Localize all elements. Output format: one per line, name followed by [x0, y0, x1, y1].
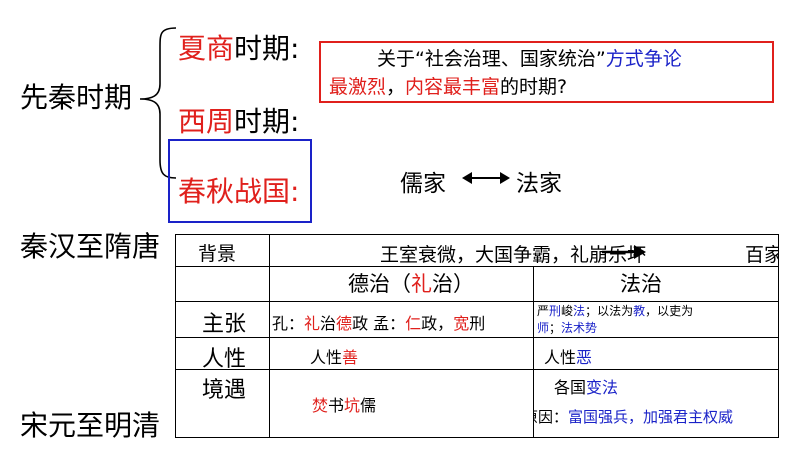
period-xi-zhou: 西周时期: [178, 105, 300, 138]
school-legalist: 法家 [516, 171, 562, 197]
curly-brace [139, 27, 177, 179]
legalist-propositions: 严刑峻法；以法为教，以吏为师；法术势 [537, 304, 694, 335]
table-row-header: 德治（礼治） 法治 [175, 266, 779, 302]
table-cell: 背景 [175, 234, 270, 267]
school-confucian: 儒家 [400, 171, 446, 197]
table-cell: 王室衰微，大国争霸，礼崩乐坏 百家争鸣 [269, 234, 779, 267]
question-box: 关于“社会治理、国家统治”方式争论 最激烈，内容最丰富的时期? [319, 41, 774, 103]
confucian-propositions: 孔：礼治德政 孟：仁政，宽刑 [272, 314, 486, 333]
confucian-human-nature: 人性善 [310, 348, 359, 367]
row-label-circumstances: 境遇 [202, 378, 247, 403]
era-qin-han-sui-tang: 秦汉至隋唐 [20, 230, 161, 263]
col-header-confucian: 德治（礼治） [348, 272, 474, 296]
period-chunqiu-zhanguo: 春秋战国: [178, 175, 300, 208]
background-text: 王室衰微，大国争霸，礼崩乐坏 [380, 244, 647, 266]
table-cell: 主张 [175, 301, 270, 338]
table-cell: 法治 [533, 266, 779, 302]
background-result: 百家争鸣 [745, 244, 778, 266]
table-cell: 境遇 [175, 369, 270, 438]
table-cell: 孔：礼治德政 孟：仁政，宽刑 [269, 301, 534, 338]
table-cell: 人性善 [269, 337, 534, 370]
legalist-reason: 原因：富国强兵，加强君主权威 [535, 408, 734, 426]
table-cell: 人性恶 [533, 337, 779, 370]
comparison-table: 背景 王室衰微，大国争霸，礼崩乐坏 百家争鸣 德治（礼治） 法治 主张 孔：礼治… [175, 234, 779, 438]
col-header-legalist: 法治 [620, 272, 662, 296]
table-cell: 焚书坑儒 [269, 369, 534, 438]
row-label-propositions: 主张 [202, 312, 247, 337]
row-label-human-nature: 人性 [202, 347, 247, 370]
double-arrow-icon [462, 172, 510, 184]
table-row-human-nature: 人性 人性善 人性恶 [175, 337, 779, 370]
table-cell: 各国变法 原因：富国强兵，加强君主权威 [533, 369, 779, 438]
table-cell [175, 266, 270, 302]
confucian-fate: 焚书坑儒 [312, 396, 377, 415]
period-xia-shang: 夏商时期: [178, 32, 300, 65]
row-label-background: 背景 [198, 243, 237, 265]
legalist-fate: 各国变法 [554, 378, 619, 397]
era-pre-qin: 先秦时期 [20, 81, 133, 114]
table-cell: 德治（礼治） [269, 266, 534, 302]
table-cell: 严刑峻法；以法为教，以吏为师；法术势 [533, 301, 779, 338]
highlight-box [168, 139, 312, 223]
table-cell: 人性 [175, 337, 270, 370]
table-row-circumstances: 境遇 焚书坑儒 各国变法 原因：富国强兵，加强君主权威 [175, 369, 779, 438]
legalist-human-nature: 人性恶 [544, 348, 593, 367]
table-row-propositions: 主张 孔：礼治德政 孟：仁政，宽刑 严刑峻法；以法为教，以吏为师；法术势 [175, 301, 779, 338]
era-song-yuan-ming-qing: 宋元至明清 [20, 409, 161, 442]
table-row-background: 背景 王室衰微，大国争霸，礼崩乐坏 百家争鸣 [175, 234, 779, 267]
